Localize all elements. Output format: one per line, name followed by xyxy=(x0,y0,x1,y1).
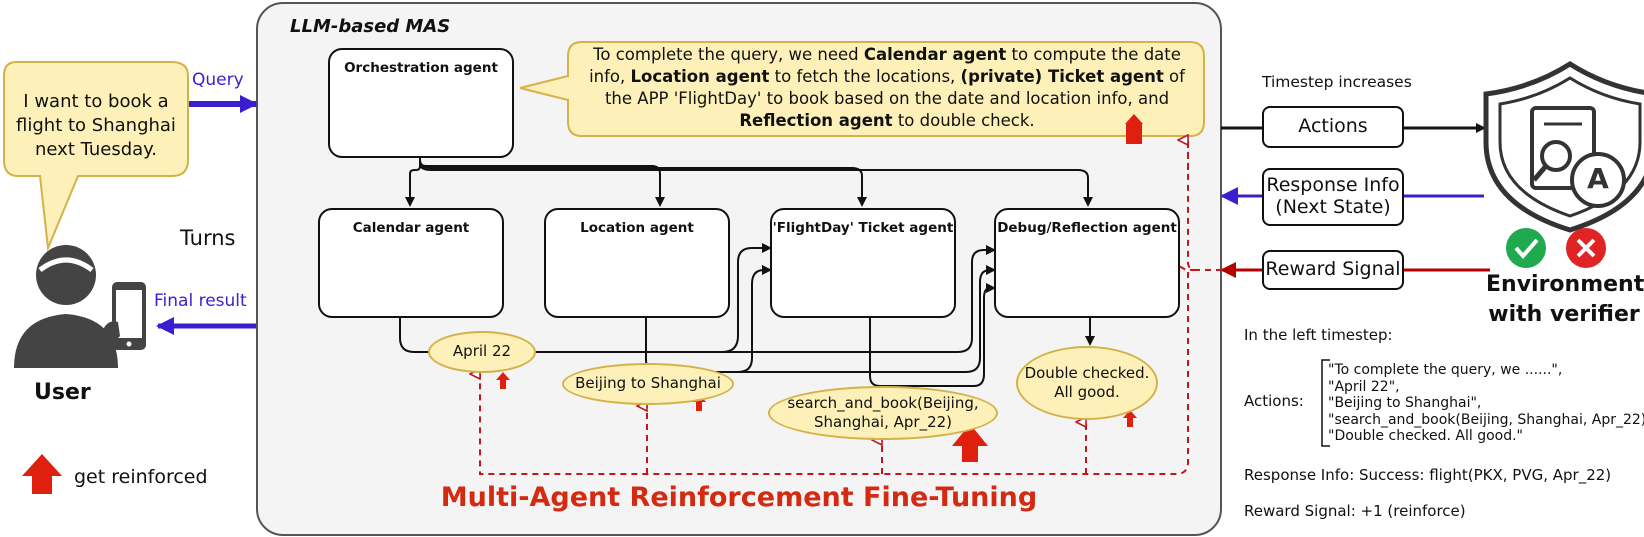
reward-signal-box: Reward Signal xyxy=(1262,250,1404,290)
actions-box: Actions xyxy=(1262,106,1404,148)
verifier-badge-letter: A xyxy=(1587,162,1609,195)
ticket-agent-title: 'FlightDay' Ticket agent xyxy=(772,220,954,236)
check-icon xyxy=(1506,228,1546,268)
reward-box-text: Reward Signal xyxy=(1265,258,1401,281)
calendar-agent-box: Calendar agent xyxy=(318,208,504,318)
check-output-line1: Double checked. xyxy=(1024,363,1150,382)
user-speech-text: I want to book a flight to Shanghai next… xyxy=(16,91,176,160)
speech-bold-location: Location agent xyxy=(630,67,770,86)
date-output: April 22 xyxy=(428,331,536,373)
response-box-line2: (Next State) xyxy=(1275,196,1391,218)
turns-label: Turns xyxy=(180,226,236,250)
reflection-agent-box: Debug/Reflection agent xyxy=(994,208,1180,318)
route-output: Beijing to Shanghai xyxy=(562,363,734,405)
ticket-agent-box: 'FlightDay' Ticket agent xyxy=(770,208,956,318)
speech-bold-ticket: (private) Ticket agent xyxy=(960,67,1164,86)
mart-label: Multi-Agent Reinforcement Fine-Tuning xyxy=(440,482,1038,513)
booking-output: search_and_book(Beijing,Shanghai, Apr_22… xyxy=(768,386,998,440)
orchestration-links xyxy=(405,158,1093,207)
booking-output-line1: search_and_book(Beijing, xyxy=(787,393,979,412)
user-speech-bubble xyxy=(3,61,189,252)
reinforcement-flow xyxy=(480,140,1222,475)
speech-bold-reflection: Reflection agent xyxy=(739,111,893,130)
detail-action-item: "April 22", xyxy=(1328,378,1400,395)
user-icon xyxy=(14,245,146,368)
speech-part-2: to compute the date info, xyxy=(589,45,1181,86)
detail-action-item: "Beijing to Shanghai", xyxy=(1328,395,1482,411)
location-agent-title: Location agent xyxy=(580,220,694,236)
response-info-box: Response Info(Next State) xyxy=(1262,168,1404,226)
environment-label-line2: with verifier xyxy=(1488,302,1640,327)
detail-action-item: "search_and_book(Beijing, Shanghai, Apr_… xyxy=(1328,411,1644,428)
location-agent-box: Location agent xyxy=(544,208,730,318)
legend-label: get reinforced xyxy=(74,466,208,488)
orchestration-agent-box: Orchestration agent xyxy=(328,48,514,158)
orchestration-speech-bubble xyxy=(519,41,1205,137)
timestep-label: Timestep increases xyxy=(1262,73,1412,91)
orchestration-speech-text: To complete the query, we need Calendar … xyxy=(582,44,1192,132)
actions-bracket xyxy=(1321,359,1330,447)
big-reinforce-arrow xyxy=(952,424,988,462)
query-label: Query xyxy=(192,70,244,90)
detail-action-item: "To complete the query, we ......", xyxy=(1328,362,1563,378)
date-output-text: April 22 xyxy=(452,342,512,361)
booking-output-line2: Shanghai, Apr_22) xyxy=(813,413,953,431)
orchestration-agent-title: Orchestration agent xyxy=(344,60,498,76)
detail-action-item: "Double checked. All good." xyxy=(1328,428,1523,444)
legend-reinforce-arrow xyxy=(22,454,62,494)
detail-actions-list: "To complete the query, we ......","Apri… xyxy=(1328,362,1644,445)
speech-bold-calendar: Calendar agent xyxy=(863,45,1007,64)
shield-verifier-icon xyxy=(1483,61,1644,233)
response-box-line1: Response Info xyxy=(1266,174,1400,197)
environment-label: Environment with verifier xyxy=(1486,270,1644,330)
speech-part-3: to fetch the locations, xyxy=(769,67,961,86)
final-result-label: Final result xyxy=(154,291,247,311)
detail-actions-label: Actions: xyxy=(1244,392,1304,410)
speech-part-1: To complete the query, we need xyxy=(593,45,864,64)
mas-title: LLM-based MAS xyxy=(290,16,451,37)
speech-part-4: of the APP 'FlightDay' to book based on … xyxy=(604,67,1185,108)
check-mark xyxy=(1514,238,1539,260)
check-output-line2: All good. xyxy=(1054,383,1120,401)
detail-reward-line: Reward Signal: +1 (reinforce) xyxy=(1244,502,1466,520)
calendar-agent-title: Calendar agent xyxy=(352,220,470,236)
reflection-agent-title: Debug/Reflection agent xyxy=(997,220,1177,236)
detail-response-line: Response Info: Success: flight(PKX, PVG,… xyxy=(1244,466,1612,484)
actions-box-text: Actions xyxy=(1298,115,1368,138)
speech-part-5: to double check. xyxy=(892,111,1035,130)
route-output-text: Beijing to Shanghai xyxy=(575,374,721,393)
user-label: User xyxy=(34,380,91,405)
check-output: Double checked.All good. xyxy=(1016,346,1158,420)
cross-mark xyxy=(1576,238,1596,258)
detail-heading: In the left timestep: xyxy=(1244,326,1393,344)
environment-label-line1: Environment xyxy=(1486,272,1644,297)
